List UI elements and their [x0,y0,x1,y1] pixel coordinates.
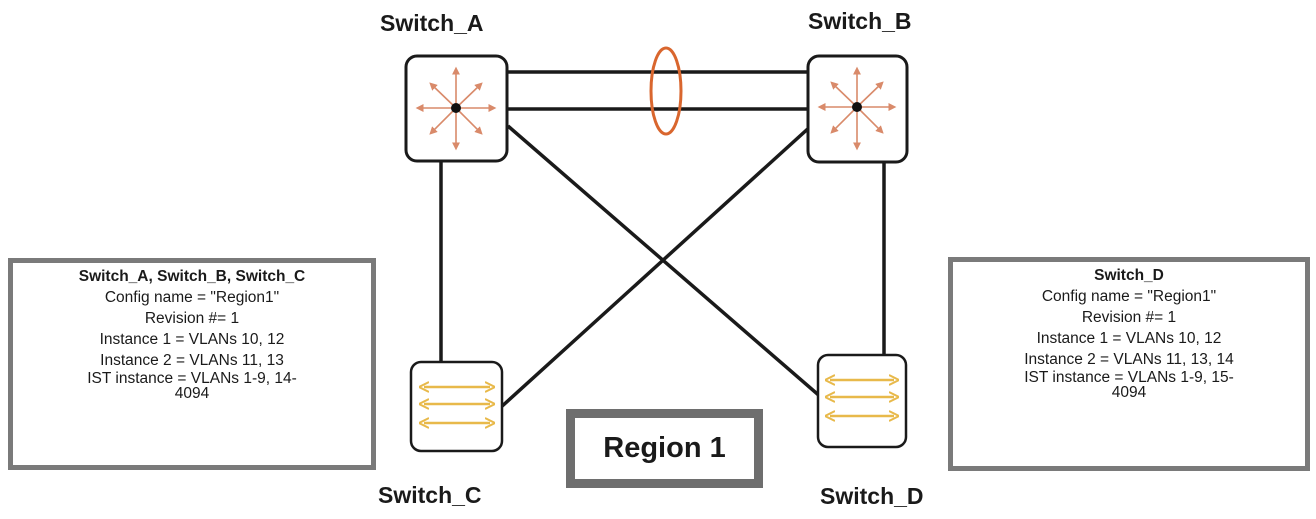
link-aggregation-ring [649,46,683,136]
switch-a-icon [404,54,509,163]
links [439,70,886,410]
right-config-name: Config name = "Region1" [1041,288,1217,305]
switch-d-label: Switch_D [820,483,924,509]
left-config-name: Config name = "Region1" [104,289,280,306]
switch-c-label: Switch_C [378,482,482,508]
left-config-box: Switch_A, Switch_B, Switch_C Config name… [8,258,376,470]
right-config-box: Switch_D Config name = "Region1" Revisio… [948,257,1310,471]
right-config-revision: Revision #= 1 [1081,309,1177,326]
link-b-c [498,124,813,410]
region-label-box: Region 1 [566,409,763,488]
left-config-title: Switch_A, Switch_B, Switch_C [78,268,306,285]
right-config-ist: IST instance = VLANs 1-9, 15-4094 [1024,369,1234,401]
left-config-instance-1: Instance 1 = VLANs 10, 12 [99,331,285,348]
switch-d-icon [816,353,908,449]
left-config-revision: Revision #= 1 [144,310,240,327]
link-a-d [506,124,824,400]
left-config-ist: IST instance = VLANs 1-9, 14-4094 [87,370,297,402]
right-config-instance-1: Instance 1 = VLANs 10, 12 [1036,330,1222,347]
switch-b-icon [806,54,909,164]
switch-a-label: Switch_A [380,10,484,36]
left-config-instance-2: Instance 2 = VLANs 11, 13 [100,352,284,369]
switch-b-label: Switch_B [808,8,912,34]
right-config-title: Switch_D [1094,267,1164,284]
region-label: Region 1 [575,418,754,479]
right-config-instance-2: Instance 2 = VLANs 11, 13, 14 [1024,351,1234,368]
switch-c-icon [409,360,504,453]
